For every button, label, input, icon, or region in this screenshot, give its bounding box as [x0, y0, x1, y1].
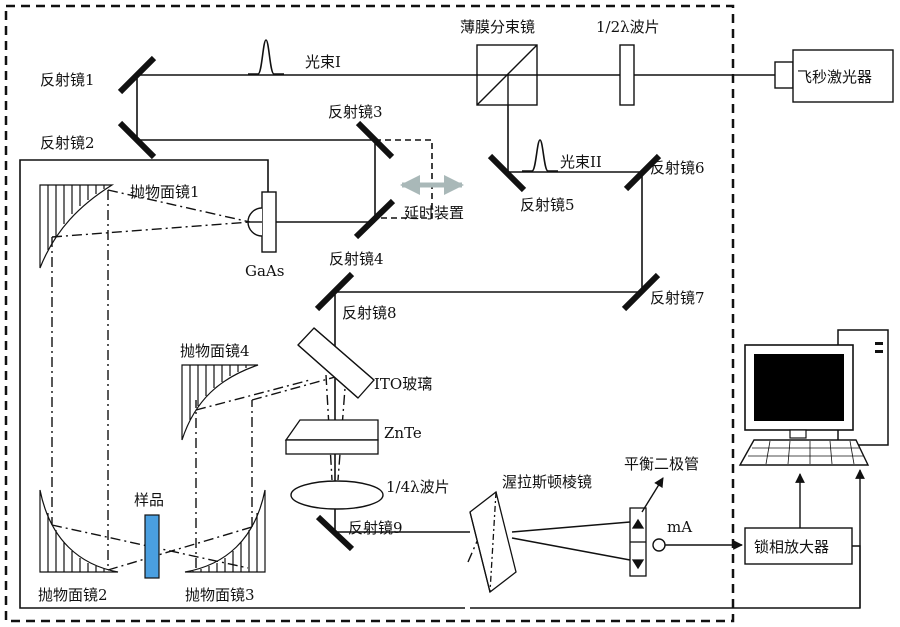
label-delay: 延时装置 — [404, 204, 464, 222]
label-znte: ZnTe — [384, 424, 422, 442]
label-mirror-6: 反射镜6 — [650, 159, 705, 177]
half-wave-plate — [619, 44, 635, 106]
beam-splitter — [476, 44, 538, 106]
label-ito: ITO玻璃 — [374, 375, 432, 393]
gaas-emitter — [247, 191, 277, 253]
label-mirror-3: 反射镜3 — [328, 103, 383, 121]
label-beam-2: 光束II — [560, 153, 602, 171]
label-beam-splitter: 薄膜分束镜 — [460, 18, 535, 36]
label-beam-1: 光束I — [305, 53, 341, 71]
lockin-amplifier-box — [744, 527, 853, 565]
pulse-beam-2 — [522, 139, 558, 172]
mirror-7 — [621, 272, 661, 312]
label-half-wave: 1/2λ波片 — [596, 18, 660, 36]
beam-path-1 — [136, 74, 775, 223]
balanced-diode — [629, 507, 647, 577]
label-paraboloid-1: 抛物面镜1 — [130, 183, 200, 201]
label-balanced-diode: 平衡二极管 — [624, 455, 699, 473]
mirror-4 — [353, 198, 396, 240]
mirror-1 — [117, 55, 157, 95]
label-mirror-1: 反射镜1 — [40, 71, 95, 89]
mirror-6 — [623, 153, 662, 192]
label-ammeter: mA — [667, 518, 692, 536]
paraboloid-mirror-3 — [184, 489, 266, 573]
label-paraboloid-4: 抛物面镜4 — [180, 342, 250, 360]
sample-block — [144, 514, 160, 579]
thz-beam-paths — [51, 189, 496, 571]
ammeter-circle — [652, 538, 666, 552]
pulse-beam-1 — [248, 39, 284, 75]
mirror-3 — [355, 120, 395, 160]
diode-pointer-arrow — [641, 477, 664, 513]
label-mirror-2: 反射镜2 — [40, 134, 95, 152]
label-mirror-8: 反射镜8 — [342, 304, 397, 322]
ito-glass — [297, 327, 375, 399]
label-gaas: GaAs — [245, 262, 284, 280]
wollaston-output-beams — [511, 521, 631, 561]
laser-box-icon — [774, 49, 894, 103]
label-mirror-9: 反射镜9 — [348, 519, 403, 537]
computer-monitor-icon — [738, 329, 889, 466]
mirror-9 — [315, 514, 355, 552]
label-sample: 样品 — [134, 491, 164, 509]
mirror-2 — [117, 120, 157, 160]
label-mirror-7: 反射镜7 — [650, 289, 705, 307]
paraboloid-mirror-4 — [181, 364, 259, 441]
label-laser: 飞秒激光器 — [797, 68, 872, 86]
label-paraboloid-3: 抛物面镜3 — [185, 586, 255, 604]
label-mirror-4: 反射镜4 — [329, 250, 384, 268]
label-mirror-5: 反射镜5 — [520, 196, 575, 214]
paraboloid-mirror-2 — [39, 489, 119, 573]
enclosure-inner — [19, 159, 465, 609]
quarter-wave-plate — [290, 480, 384, 510]
znte-crystal — [284, 419, 379, 455]
paraboloid-mirror-1 — [39, 184, 115, 269]
label-wollaston: 渥拉斯顿棱镜 — [502, 473, 592, 491]
enclosure-outer-dashed — [4, 4, 735, 623]
label-lockin: 锁相放大器 — [754, 538, 829, 556]
mirror-5 — [487, 153, 527, 193]
mirror-8 — [314, 271, 355, 312]
wollaston-prism — [469, 490, 517, 594]
label-paraboloid-2: 抛物面镜2 — [38, 586, 108, 604]
label-quarter-wave: 1/4λ波片 — [386, 478, 450, 496]
